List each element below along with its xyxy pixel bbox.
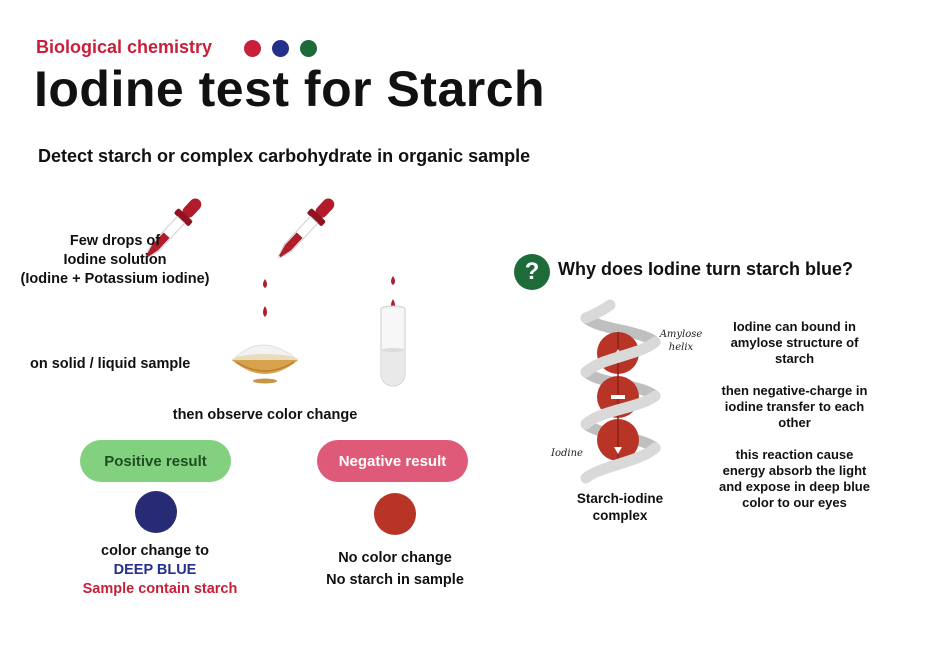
amylose-helix-diagram (580, 299, 661, 484)
green-dot-icon (300, 40, 317, 57)
question-mark-icon: ? (514, 254, 550, 290)
red-dot-icon (244, 40, 261, 57)
deep-blue-result-circle (135, 491, 177, 533)
explanation-step-1: Iodine can bound in amylose structure of… (730, 319, 859, 366)
explanation-heading: Why does Iodine turn starch blue? (558, 259, 854, 279)
no-change-result-circle (374, 493, 416, 535)
sample-label: on solid / liquid sample (30, 356, 191, 372)
negative-result-pill: Negative result (317, 440, 468, 482)
sample-bowl-icon (232, 344, 298, 384)
page-subtitle: Detect starch or complex carbohydrate in… (38, 146, 531, 166)
negative-line-1: No color change (338, 550, 452, 566)
iodine-drops-right (391, 276, 395, 310)
dropper-right-icon (277, 198, 335, 259)
observe-label: then observe color change (172, 407, 358, 423)
iodine-label: Iodine (551, 448, 583, 459)
explanation-step-3: this reaction cause energy absorb the li… (719, 447, 870, 510)
positive-line-1: color change to (101, 543, 209, 559)
complex-label: Starch-iodine complex (576, 491, 664, 523)
positive-line-3: Sample contain starch (82, 581, 238, 597)
page-title: Iodine test for Starch (34, 61, 546, 117)
iodine-drops-left (263, 279, 267, 317)
amylose-helix-label: Amylose helix (659, 329, 703, 353)
iodine-solution-label: Few drops of Iodine solution (Iodine + P… (20, 233, 210, 287)
blue-dot-icon (272, 40, 289, 57)
positive-line-2: DEEP BLUE (113, 562, 197, 578)
test-tube-icon (380, 305, 406, 387)
dropper-left-icon (144, 198, 202, 259)
category-label: Biological chemistry (36, 37, 213, 57)
explanation-step-2: then negative-charge in iodine transfer … (721, 383, 868, 430)
positive-result-pill: Positive result (80, 440, 231, 482)
negative-line-2: No starch in sample (326, 572, 464, 588)
